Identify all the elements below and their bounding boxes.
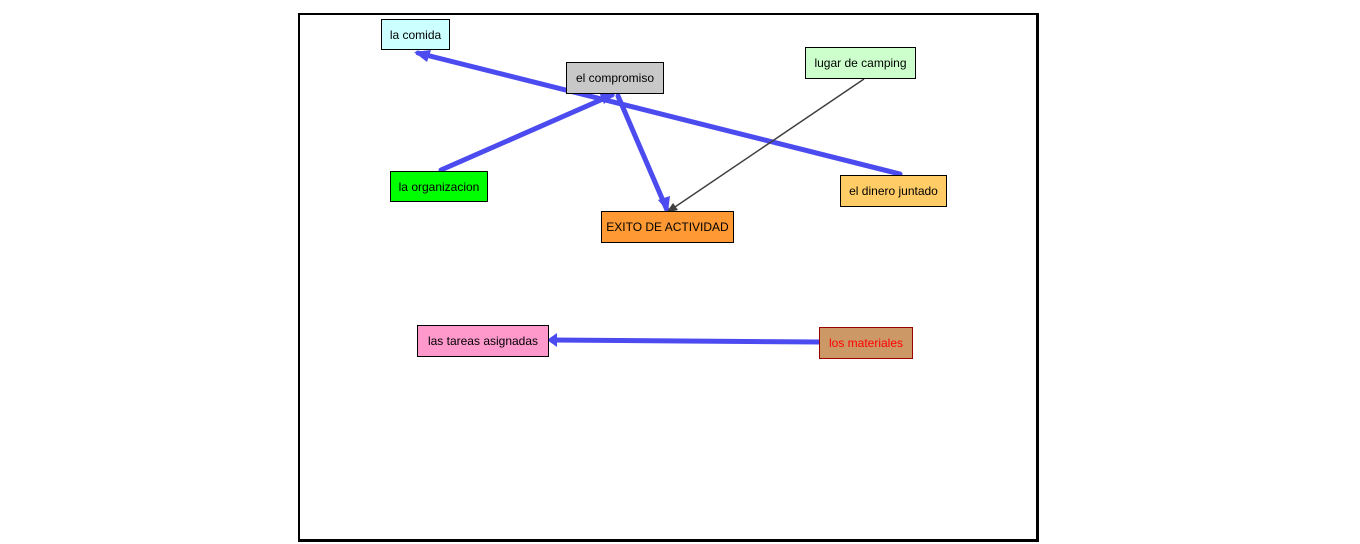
- node-las-tareas-asignadas[interactable]: las tareas asignadas: [417, 325, 549, 357]
- node-lugar-de-camping[interactable]: lugar de camping: [805, 47, 916, 79]
- node-los-materiales[interactable]: los materiales: [819, 327, 913, 359]
- node-label: EXITO DE ACTIVIDAD: [606, 220, 729, 234]
- node-la-comida[interactable]: la comida: [381, 19, 450, 50]
- node-label: lugar de camping: [814, 56, 907, 70]
- edge-organizacion-to-compromiso: [438, 92, 615, 173]
- node-label: los materiales: [828, 336, 904, 350]
- node-el-compromiso[interactable]: el compromiso: [566, 62, 664, 94]
- edge-compromiso-to-exito-arrowhead: [658, 196, 670, 212]
- node-label: las tareas asignadas: [427, 334, 539, 348]
- edge-camping-to-exito-arrowhead: [666, 203, 678, 213]
- concept-map-canvas: [298, 13, 1039, 542]
- node-label: el dinero juntado: [849, 184, 938, 198]
- edge-materiales-to-tareas-arrowhead: [547, 333, 557, 347]
- node-label: la organizacion: [398, 179, 480, 194]
- edge-camping-to-exito: [668, 78, 865, 212]
- edge-dinero-to-comida-arrowhead: [414, 50, 431, 62]
- node-label: el compromiso: [575, 71, 655, 85]
- node-la-organizacion[interactable]: la organizacion: [390, 171, 488, 202]
- edge-dinero-to-comida: [415, 50, 903, 177]
- node-el-dinero-juntado[interactable]: el dinero juntado: [840, 175, 947, 207]
- edge-organizacion-to-compromiso-arrowhead: [599, 92, 615, 104]
- node-label: la comida: [389, 27, 442, 42]
- node-exito-de-actividad[interactable]: EXITO DE ACTIVIDAD: [601, 211, 734, 243]
- edge-materiales-to-tareas: [549, 337, 822, 345]
- edge-compromiso-to-exito: [615, 93, 670, 213]
